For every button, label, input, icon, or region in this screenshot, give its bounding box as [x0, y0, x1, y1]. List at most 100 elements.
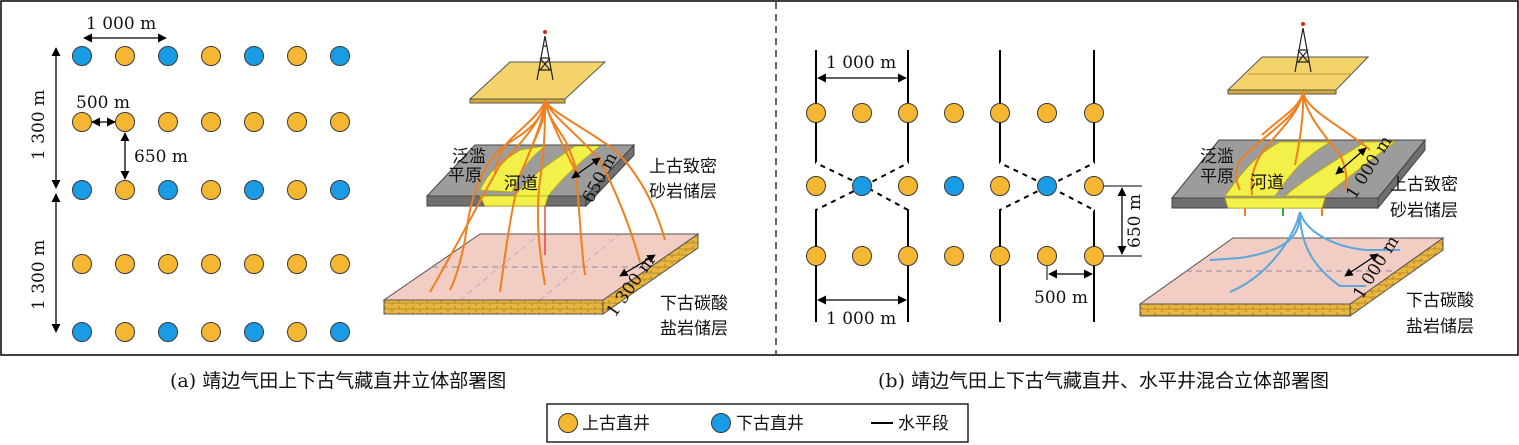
lower-well-dot: [330, 322, 350, 342]
legend-lower-well-icon: [711, 413, 731, 433]
dim-label-650-b: 650 m: [1125, 194, 1145, 248]
lower-well-dot: [1037, 176, 1057, 196]
upper-well-dot: [158, 254, 178, 274]
upper-well-dot: [806, 246, 826, 266]
legend-horizontal-label: 水平段: [898, 414, 949, 434]
upper-well-dot: [990, 246, 1010, 266]
floodplain-label-1: 泛滥: [452, 147, 486, 167]
dim-label-1000-top: 1 000 m: [826, 53, 896, 73]
upper-well-dot: [201, 46, 221, 66]
lower-well-dot: [158, 322, 178, 342]
upper-well-dot: [1084, 103, 1104, 123]
upper-well-dot: [115, 46, 135, 66]
upper-reservoir-label-2-b: 砂岩储层: [1390, 201, 1458, 221]
derrick-icon: [536, 30, 554, 81]
channel-label: 河道: [504, 174, 538, 194]
upper-well-dot: [852, 246, 872, 266]
channel-label-b: 河道: [1250, 173, 1284, 193]
upper-well-dot: [1037, 103, 1057, 123]
panel-b-caption: (b) 靖边气田上下古气藏直井、水平井混合立体部署图: [878, 370, 1329, 392]
dim-label-500-b: 500 m: [1034, 288, 1088, 308]
upper-well-dot: [806, 103, 826, 123]
lower-reservoir-label-2-b: 盐岩储层: [1406, 317, 1474, 337]
lower-well-dot: [244, 180, 264, 200]
upper-well-dot: [244, 254, 264, 274]
upper-well-dot: [898, 103, 918, 123]
upper-well-dot: [115, 112, 135, 132]
lower-well-dot: [158, 46, 178, 66]
upper-well-dot: [990, 103, 1010, 123]
dim-label-500: 500 m: [76, 93, 130, 113]
lower-well-dot: [72, 180, 92, 200]
upper-well-dot: [330, 254, 350, 274]
upper-well-dot: [201, 254, 221, 274]
upper-well-dot: [806, 176, 826, 196]
upper-well-dot: [330, 112, 350, 132]
upper-well-dot: [158, 112, 178, 132]
floodplain-label-1-b: 泛滥: [1200, 147, 1234, 167]
upper-well-trajectories-b: [1235, 91, 1371, 196]
upper-well-dot: [990, 176, 1010, 196]
upper-reservoir-label-2: 砂岩储层: [649, 182, 717, 202]
lower-well-dot: [944, 176, 964, 196]
lower-well-dot: [330, 46, 350, 66]
lower-reservoir-label-1-b: 下古碳酸: [1406, 291, 1474, 311]
upper-well-dot: [115, 254, 135, 274]
lower-well-dot: [72, 322, 92, 342]
upper-well-dot: [287, 254, 307, 274]
upper-well-dot: [1037, 246, 1057, 266]
upper-well-dot: [287, 112, 307, 132]
upper-well-dot: [287, 46, 307, 66]
legend-lower-well-label: 下古直井: [736, 414, 804, 434]
surface-plate: [468, 61, 607, 100]
dim-label-1300-top: 1 300 m: [29, 90, 49, 160]
panel-a-dimensions: 1 000 m 1 300 m 1 300 m 500 m 650 m: [29, 14, 188, 333]
lower-well-dot: [244, 322, 264, 342]
panel-b-well-grid: [806, 103, 1104, 266]
panel-b-block-diagram: 泛滥 平原 河道 1 000 m 1 000 m 上古致密 砂岩储层 下古碳酸 …: [1138, 22, 1474, 337]
dim-label-1000-bottom: 1 000 m: [826, 309, 896, 329]
upper-reservoir-label-1: 上古致密: [649, 157, 717, 177]
panel-b-dimensions: 1 000 m 1 000 m 650 m 500 m: [817, 53, 1145, 329]
upper-well-dot: [244, 112, 264, 132]
panel-a-well-grid: [72, 46, 350, 342]
panel-a-caption: (a) 靖边气田上下古气藏直井立体部署图: [170, 370, 506, 392]
upper-well-dot: [1084, 176, 1104, 196]
lower-well-dot: [72, 46, 92, 66]
lower-horizontal-wells: [1209, 211, 1400, 293]
upper-well-dot: [201, 112, 221, 132]
upper-well-dot: [898, 246, 918, 266]
legend-box: [546, 403, 969, 443]
upper-well-dot: [944, 246, 964, 266]
upper-well-dot: [944, 103, 964, 123]
lower-well-dot: [852, 176, 872, 196]
floodplain-label-2-b: 平原: [1200, 167, 1234, 187]
lower-reservoir-label-2: 盐岩储层: [660, 319, 728, 339]
upper-reservoir-label-1-b: 上古致密: [1390, 175, 1458, 195]
upper-well-dot: [852, 103, 872, 123]
lower-reservoir-label-1: 下古碳酸: [660, 294, 728, 314]
dim-label-1300-bottom: 1 300 m: [29, 240, 49, 310]
upper-well-dot: [201, 322, 221, 342]
panel-a-block-diagram: 泛滥 平原 河道 650 m 1 300 m 上古致密 砂岩储层 下古碳酸 盐岩…: [382, 30, 728, 339]
channel-body: [479, 145, 547, 193]
upper-well-dot: [287, 322, 307, 342]
dim-label-1000: 1 000 m: [86, 14, 156, 34]
legend-upper-well-icon: [558, 413, 578, 433]
upper-well-dot: [72, 254, 92, 274]
lower-well-dot: [158, 180, 178, 200]
derrick-icon: [1294, 22, 1312, 73]
upper-well-dot: [201, 180, 221, 200]
upper-well-dot: [115, 322, 135, 342]
outer-frame: [0, 0, 1519, 356]
lower-well-dot: [244, 46, 264, 66]
legend-upper-well-label: 上古直井: [582, 414, 650, 434]
dim-label-650: 650 m: [134, 147, 188, 167]
upper-well-dot: [115, 180, 135, 200]
floodplain-label-2: 平原: [448, 166, 482, 186]
upper-well-dot: [1084, 246, 1104, 266]
lower-well-dot: [330, 180, 350, 200]
upper-well-dot: [898, 176, 918, 196]
upper-well-dot: [287, 180, 307, 200]
